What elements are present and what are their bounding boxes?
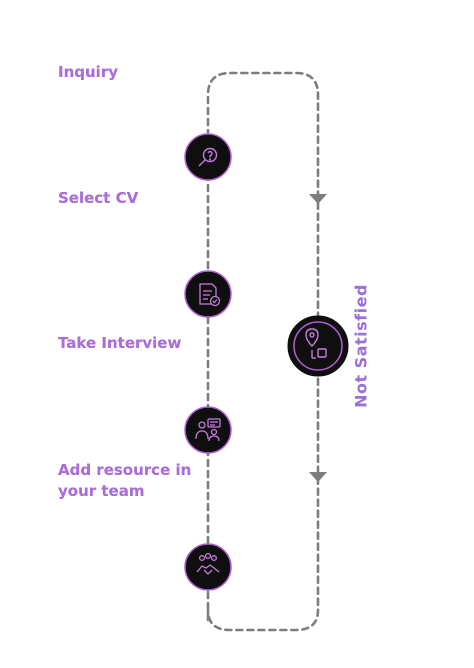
location-person-icon	[305, 328, 327, 359]
side-node-not-satisfied	[287, 315, 349, 377]
magnifier-question-icon	[198, 147, 218, 167]
interview-people-chat-icon	[195, 418, 221, 442]
step-label-select-cv: Select CV	[58, 189, 139, 207]
arrow-down-lower	[309, 472, 327, 482]
cv-document-check-icon	[199, 283, 221, 307]
connector-loop	[206, 71, 320, 632]
step-label-inquiry: Inquiry	[58, 63, 118, 81]
side-label-not-satisfied: Not Satisfied	[351, 284, 371, 408]
step-node-inquiry	[184, 133, 232, 181]
step-node-add-resource	[184, 543, 232, 591]
step-node-select-cv	[184, 270, 232, 318]
step-node-take-interview	[184, 406, 232, 454]
step-label-take-interview: Take Interview	[58, 334, 182, 352]
arrow-down-upper	[309, 194, 327, 204]
handshake-team-icon	[196, 552, 220, 575]
step-label-add-resource: Add resource in your team	[58, 460, 198, 502]
